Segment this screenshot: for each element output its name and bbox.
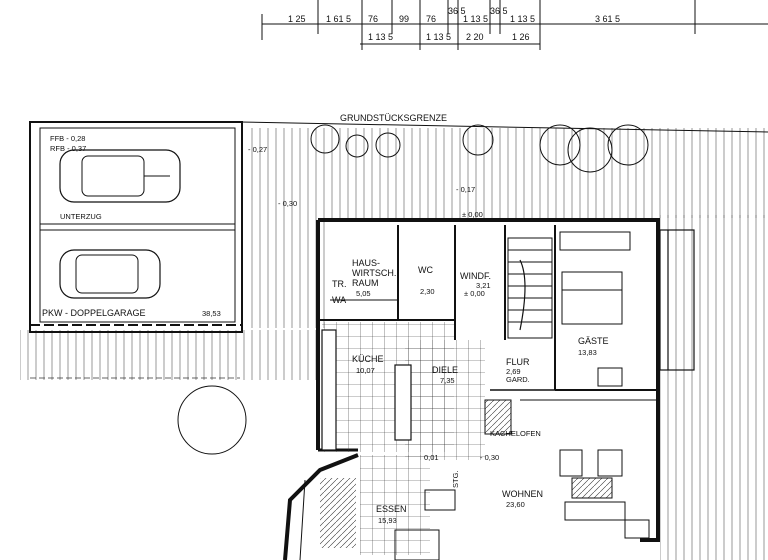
level-label: - 0,17 [456, 185, 475, 194]
room-label: KACHELOFEN [490, 429, 541, 438]
house-walls [283, 218, 660, 560]
garage-area-label: 38,53 [202, 309, 221, 318]
level-label: - 0,27 [248, 145, 267, 154]
dim-label: 1 13 5 [510, 14, 535, 24]
garage-name-label: PKW - DOPPELGARAGE [42, 308, 146, 318]
staircase [507, 237, 553, 339]
room-area: 3,21 [476, 281, 491, 290]
room-label: HAUS- [352, 258, 380, 268]
room-label: GARD. [506, 375, 530, 384]
property-boundary-label: GRUNDSTÜCKSGRENZE [340, 113, 447, 123]
room-label: WINDF. [460, 271, 491, 281]
garage-ffb-label: FFB - 0,28 [50, 134, 85, 143]
dim-label: 1 13 5 [463, 14, 488, 24]
garage [29, 121, 243, 333]
dim-label: 1 61 5 [326, 14, 351, 24]
level-label: 0,01 [424, 453, 439, 462]
fence-strip [20, 121, 768, 560]
level-labels: - 0,17 ± 0,00 - 0,30 0,01 [424, 185, 499, 462]
room-area: 2,69 [506, 367, 521, 376]
room-label: WC [418, 265, 433, 275]
dim-label: 3 61 5 [595, 14, 620, 24]
tree-icons [177, 124, 649, 455]
room-area: 10,07 [356, 366, 375, 375]
room-label: WIRTSCH. [352, 268, 396, 278]
level-label: ± 0,00 [462, 210, 483, 219]
dim-label: 1 13 5 [368, 32, 393, 42]
dim-label: 1 13 5 [426, 32, 451, 42]
garage-rfb-label: RFB - 0,37 [50, 144, 86, 153]
dimension-labels-top: 1 25 1 61 5 76 99 76 36 5 1 13 5 36 5 1 … [288, 6, 620, 42]
room-area: 2,30 [420, 287, 435, 296]
dining-table [394, 489, 456, 560]
garage-beam-label: UNTERZUG [60, 212, 102, 221]
room-label: FLUR [506, 357, 530, 367]
room-labels: HAUS- WIRTSCH. RAUM 5,05 TR. WA WC 2,30 … [332, 258, 609, 525]
dimension-chain [261, 0, 768, 50]
dim-label: 1 25 [288, 14, 306, 24]
room-label: KÜCHE [352, 354, 384, 364]
level-label: ± 0,00 [464, 289, 485, 298]
room-label: WA [332, 295, 346, 305]
dim-label: 99 [399, 14, 409, 24]
room-label: WOHNEN [502, 489, 543, 499]
room-area: 23,60 [506, 500, 525, 509]
room-label: DIELE [432, 365, 458, 375]
room-label: STG. [451, 470, 460, 488]
room-label: TR. [332, 279, 347, 289]
room-area: 13,83 [578, 348, 597, 357]
kitchen-counters [321, 329, 412, 451]
room-area: 5,05 [356, 289, 371, 298]
dim-label: 36 5 [490, 6, 508, 16]
room-label: ESSEN [376, 504, 407, 514]
level-label: - 0,30 [480, 453, 499, 462]
living-furniture [484, 399, 650, 539]
dim-label: 76 [426, 14, 436, 24]
dim-label: 36 5 [448, 6, 466, 16]
tiled-floor [320, 322, 485, 555]
guest-furniture [559, 231, 631, 387]
room-area: 15,93 [378, 516, 397, 525]
dim-label: 1 26 [512, 32, 530, 42]
dim-label: 2 20 [466, 32, 484, 42]
balcony [659, 229, 695, 371]
level-label: - 0,30 [278, 199, 297, 208]
room-label: RAUM [352, 278, 379, 288]
room-label: GÄSTE [578, 336, 609, 346]
dim-label: 76 [368, 14, 378, 24]
room-area: 7,35 [440, 376, 455, 385]
